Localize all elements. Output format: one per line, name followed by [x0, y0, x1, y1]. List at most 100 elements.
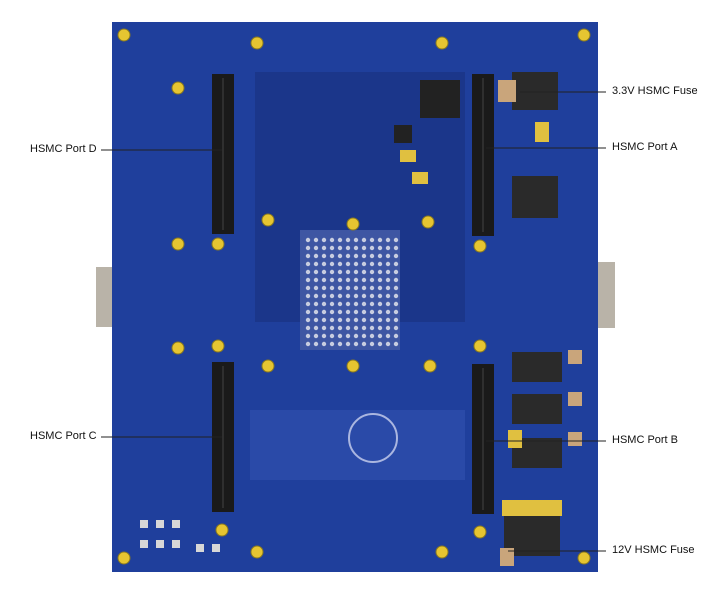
bga-ball: [361, 341, 367, 347]
bga-ball: [377, 293, 383, 299]
bga-ball: [361, 253, 367, 259]
bga-ball: [377, 325, 383, 331]
bga-ball: [329, 317, 335, 323]
bga-ball: [377, 301, 383, 307]
bga-ball: [321, 317, 327, 323]
bga-ball: [313, 261, 319, 267]
bga-ball: [385, 309, 391, 315]
bga-ball: [385, 301, 391, 307]
bga-ball: [369, 269, 375, 275]
bga-ball: [329, 301, 335, 307]
bga-ball: [337, 269, 343, 275]
label-hsmc-port-a: HSMC Port A: [612, 141, 678, 153]
bga-ball: [393, 309, 399, 315]
bga-ball: [329, 341, 335, 347]
bga-ball: [321, 293, 327, 299]
regulator-module: [512, 394, 562, 424]
capacitor: [412, 172, 428, 184]
bga-ball: [377, 245, 383, 251]
bga-ball: [353, 261, 359, 267]
bga-ball: [377, 317, 383, 323]
bga-ball: [321, 269, 327, 275]
bga-ball: [393, 269, 399, 275]
label-hsmc-port-c: HSMC Port C: [30, 430, 97, 442]
bga-ball: [305, 261, 311, 267]
bga-ball: [369, 333, 375, 339]
bga-ball: [353, 333, 359, 339]
regulator-module: [512, 352, 562, 382]
bga-ball: [369, 317, 375, 323]
bga-ball: [305, 285, 311, 291]
bga-ball: [345, 341, 351, 347]
capacitor: [400, 150, 416, 162]
bga-ball: [321, 277, 327, 283]
fuse-12v: [500, 548, 514, 566]
bga-ball: [361, 301, 367, 307]
bga-ball: [305, 333, 311, 339]
bga-ball: [313, 277, 319, 283]
bga-ball: [361, 325, 367, 331]
regulator-module-middle: [512, 176, 558, 218]
bga-ball: [313, 237, 319, 243]
leader-lines: [101, 91, 606, 552]
bga-ball: [313, 285, 319, 291]
battery-outline: [348, 413, 398, 463]
bga-ball: [329, 269, 335, 275]
bga-ball: [345, 245, 351, 251]
bga-ball: [353, 309, 359, 315]
bga-ball: [305, 277, 311, 283]
bga-ball: [321, 309, 327, 315]
bga-ball: [329, 285, 335, 291]
bga-ball: [329, 309, 335, 315]
bga-ball: [361, 317, 367, 323]
bga-ball: [361, 309, 367, 315]
capacitor-bank: [502, 500, 562, 516]
bga-ball: [305, 317, 311, 323]
bga-ball: [345, 301, 351, 307]
bga-ball: [369, 237, 375, 243]
bga-ball: [313, 301, 319, 307]
bga-ball: [337, 341, 343, 347]
bga-ball: [345, 317, 351, 323]
bga-ball: [321, 341, 327, 347]
bga-ball: [377, 277, 383, 283]
bga-ball: [329, 277, 335, 283]
label-hsmc-port-b: HSMC Port B: [612, 434, 679, 446]
capacitor: [508, 430, 522, 448]
bga-ball: [385, 317, 391, 323]
bga-ball: [305, 245, 311, 251]
bga-ball: [345, 325, 351, 331]
bga-ball: [305, 269, 311, 275]
resistor: [568, 432, 582, 446]
bga-ball: [345, 269, 351, 275]
bga-ball: [337, 245, 343, 251]
bga-ball: [361, 333, 367, 339]
bga-ball: [369, 301, 375, 307]
bga-ball: [377, 237, 383, 243]
bga-ball: [337, 293, 343, 299]
bga-ball: [337, 237, 343, 243]
bga-ball: [353, 325, 359, 331]
bga-ball: [321, 333, 327, 339]
bga-ball: [353, 341, 359, 347]
regulator-module-top: [512, 72, 558, 110]
bga-ball: [369, 325, 375, 331]
bga-ball: [393, 237, 399, 243]
bga-ball: [361, 277, 367, 283]
bga-ball: [393, 301, 399, 307]
bga-ball: [369, 341, 375, 347]
bga-ball: [353, 245, 359, 251]
bga-ball: [377, 269, 383, 275]
bga-ball: [321, 253, 327, 259]
bga-ball: [329, 325, 335, 331]
bga-ball: [353, 269, 359, 275]
standoffs: [117, 28, 591, 565]
bga-ball: [385, 245, 391, 251]
bga-ball: [329, 245, 335, 251]
label-hsmc-port-d: HSMC Port D: [30, 143, 97, 155]
bga-ball: [321, 245, 327, 251]
label-3v3-hsmc-fuse: 3.3V HSMC Fuse: [612, 85, 698, 97]
bga-ball: [377, 309, 383, 315]
bga-ball: [305, 309, 311, 315]
